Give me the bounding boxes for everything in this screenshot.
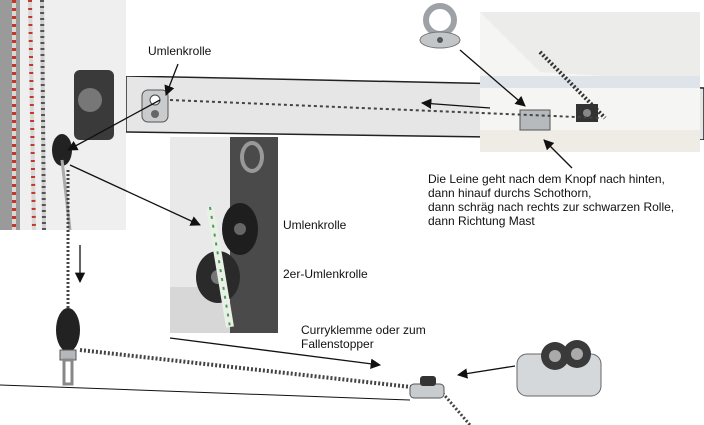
- rope-along-boom: [169, 99, 601, 119]
- description-block: Die Leine geht nach dem Knopf nach hinte…: [428, 172, 674, 228]
- arrow-to-fitting: [543, 139, 573, 169]
- sail-clew-graphic: [480, 12, 700, 152]
- mast-photo: [0, 0, 126, 230]
- rope-sail-diagonal: [538, 50, 607, 120]
- label-umlenkrolle-top: Umlenkrolle: [148, 44, 212, 58]
- description-line: dann hinauf durchs Schothorn,: [428, 186, 592, 200]
- arrow-photo-to-cleat: [169, 337, 382, 369]
- single-block-icon: [56, 308, 80, 386]
- arrow-ring-to-boom: [459, 49, 526, 107]
- mast-photo-graphic: [0, 0, 126, 230]
- arrow-boom-left: [420, 98, 491, 109]
- description-line: dann Richtung Mast: [428, 214, 535, 228]
- padeye-ring-icon: [419, 3, 461, 49]
- label-curryklemme: Curryklemme oder zum: [301, 323, 426, 337]
- arrow-cleat-photo-to-cleat: [456, 365, 516, 379]
- arrow-block-to-photo: [67, 99, 161, 151]
- arrow-label-to-block: [164, 63, 179, 96]
- rope-deck: [79, 348, 421, 390]
- blocks-photo: [170, 137, 278, 333]
- small-cam-cleat-icon: [409, 376, 445, 399]
- label-2er-umlenkrolle: 2er-Umlenkrolle: [283, 267, 368, 281]
- deck-line: [0, 384, 411, 401]
- description-line: dann schräg nach rechts zur schwarzen Ro…: [428, 200, 675, 214]
- arrow-rope-to-photo: [69, 164, 201, 226]
- label-umlenkrolle-mid: Umlenkrolle: [283, 218, 347, 232]
- description-line: Die Leine geht nach dem Knopf nach hinte…: [428, 172, 665, 186]
- cam-cleat-icon: [516, 340, 602, 397]
- rope-tail: [438, 389, 472, 425]
- blocks-photo-graphic: [170, 137, 278, 333]
- sail-clew-photo: [480, 12, 700, 152]
- label-fallenstopper: Fallenstopper: [301, 337, 374, 351]
